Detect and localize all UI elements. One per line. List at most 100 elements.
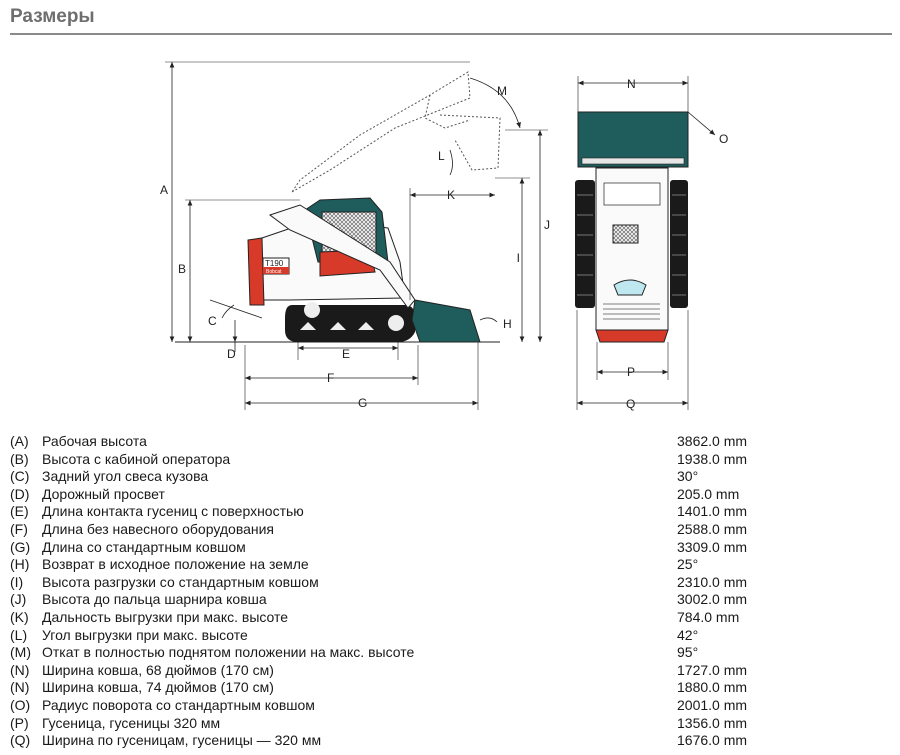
title-divider — [10, 33, 892, 35]
spec-value: 784.0 mm — [677, 608, 740, 625]
lift-arm — [268, 204, 416, 309]
svg-text:M: M — [497, 84, 507, 98]
side-dimension-lines — [165, 61, 548, 410]
spec-code: (E) — [10, 503, 29, 520]
spec-value: 1880.0 mm — [677, 679, 748, 696]
right-track — [670, 180, 688, 308]
front-bumper — [595, 329, 669, 343]
svg-text:I: I — [517, 251, 520, 265]
spec-row: (M) Откат в полностью поднятом положении … — [10, 644, 890, 662]
front-dimension-letters: N O P Q — [626, 77, 728, 411]
spec-label: Откат в полностью поднятом положении на … — [42, 644, 415, 661]
spec-code: (G) — [10, 538, 31, 555]
spec-code: (M) — [10, 644, 31, 661]
svg-text:A: A — [160, 183, 168, 197]
spec-value: 25° — [677, 556, 699, 573]
spec-row: (E) Длина контакта гусениц с поверхностью… — [10, 503, 890, 521]
spec-row: (J) Высота до пальца шарнира ковша 3002.0 … — [10, 591, 890, 609]
spec-code: (J) — [10, 591, 27, 608]
spec-label: Дорожный просвет — [42, 485, 165, 502]
spec-code: (F) — [10, 520, 28, 537]
spec-value: 3862.0 mm — [677, 433, 748, 449]
spec-label: Длина без навесного оборудования — [42, 520, 275, 537]
spec-row: (P) Гусеница, гусеницы 320 мм 1356.0 mm — [10, 715, 890, 733]
spec-code: (H) — [10, 556, 30, 573]
spec-label: Длина со стандартным ковшом — [42, 538, 246, 555]
spec-value: 1676.0 mm — [677, 732, 748, 749]
spec-value: 2310.0 mm — [677, 573, 748, 590]
side-dimension-letters: A B C D E F G H I J K L M — [160, 84, 550, 410]
spec-value: 205.0 mm — [677, 485, 740, 502]
svg-text:G: G — [358, 396, 367, 410]
spec-row: (N) Ширина ковша, 74 дюймов (170 см) 1880.… — [10, 679, 890, 697]
spec-value: 3002.0 mm — [677, 591, 748, 608]
spec-label: Ширина ковша, 74 дюймов (170 см) — [42, 679, 274, 696]
svg-text:Q: Q — [626, 397, 635, 411]
page-title: Размеры — [10, 6, 95, 27]
bucket — [411, 299, 481, 343]
rear-panel — [247, 237, 265, 306]
spec-code: (I) — [10, 573, 24, 590]
spec-value: 1401.0 mm — [677, 503, 748, 520]
brand-badge: Bobcat — [266, 269, 282, 275]
spec-row: (H) Возврат в исходное положение на земле… — [10, 556, 890, 574]
spec-value: 1356.0 mm — [677, 714, 748, 731]
loader-front-view — [575, 111, 689, 343]
spec-label: Ширина по гусеницам, гусеницы — 320 мм — [42, 732, 322, 749]
spec-label: Высота разгрузки со стандартным ковшом — [42, 573, 319, 590]
spec-label: Рабочая высота — [42, 433, 147, 449]
spec-label: Возврат в исходное положение на земле — [42, 556, 309, 573]
svg-text:P: P — [627, 365, 635, 379]
spec-row: (B) Высота с кабиной оператора 1938.0 mm — [10, 451, 890, 469]
svg-text:N: N — [627, 77, 636, 91]
spec-row: (A) Рабочая высота 3862.0 mm — [10, 433, 890, 451]
spec-value: 1938.0 mm — [677, 450, 748, 467]
spec-code: (P) — [10, 714, 29, 731]
spec-value: 30° — [677, 468, 699, 485]
spec-code: (C) — [10, 468, 30, 485]
dimensions-diagram: T190 Bobcat — [160, 61, 728, 411]
spec-value: 2001.0 mm — [677, 696, 748, 713]
spec-code: (D) — [10, 485, 30, 502]
spec-code: (N) — [10, 679, 30, 696]
front-dimension-lines — [576, 76, 716, 410]
spec-label: Высота с кабиной оператора — [42, 450, 231, 467]
svg-text:J: J — [544, 218, 550, 232]
spec-label: Гусеница, гусеницы 320 мм — [42, 714, 221, 731]
spec-value: 1727.0 mm — [677, 661, 748, 678]
spec-code: (L) — [10, 626, 28, 643]
spec-code: (B) — [10, 450, 29, 467]
spec-row: (K) Дальность выгрузки при макс. высоте 78… — [10, 609, 890, 627]
spec-code: (A) — [10, 433, 29, 449]
spec-label: Высота до пальца шарнира ковша — [42, 591, 267, 608]
svg-text:B: B — [178, 262, 186, 276]
svg-text:F: F — [327, 371, 334, 385]
left-track — [575, 180, 595, 308]
spec-code: (N) — [10, 661, 30, 678]
spec-label: Длина контакта гусениц с поверхностью — [42, 503, 304, 520]
spec-label: Дальность выгрузки при макс. высоте — [42, 608, 289, 625]
spec-row: (O)Радиус поворота со стандартным ковшом… — [10, 697, 890, 715]
svg-text:L: L — [438, 149, 445, 163]
svg-text:O: O — [719, 132, 728, 146]
loader-side-view: T190 Bobcat — [209, 197, 481, 343]
spec-code: (Q) — [10, 732, 31, 749]
spec-value: 42° — [677, 626, 699, 643]
spec-value: 3309.0 mm — [677, 538, 748, 555]
svg-text:E: E — [342, 347, 350, 361]
svg-text:C: C — [208, 314, 217, 328]
spec-value: 2588.0 mm — [677, 520, 748, 537]
svg-text:D: D — [227, 347, 236, 361]
spec-code: (O) — [10, 696, 31, 713]
spec-value: 95° — [677, 644, 699, 661]
spec-row: (D) Дорожный просвет 205.0 mm — [10, 486, 890, 504]
svg-text:H: H — [503, 317, 512, 331]
spec-label: Ширина ковша, 68 дюймов (170 см) — [42, 661, 274, 678]
specs-table: (A) Рабочая высота 3862.0 mm (B) Высота с ка… — [10, 433, 890, 750]
raised-arm-outline — [291, 71, 501, 193]
spec-row: (L) Угол выгрузки при макс. высоте 42° — [10, 627, 890, 645]
spec-row: (G) Длина со стандартным ковшом 3309.0 mm — [10, 539, 890, 557]
spec-label: Угол выгрузки при макс. высоте — [42, 626, 248, 643]
spec-code: (K) — [10, 608, 29, 625]
